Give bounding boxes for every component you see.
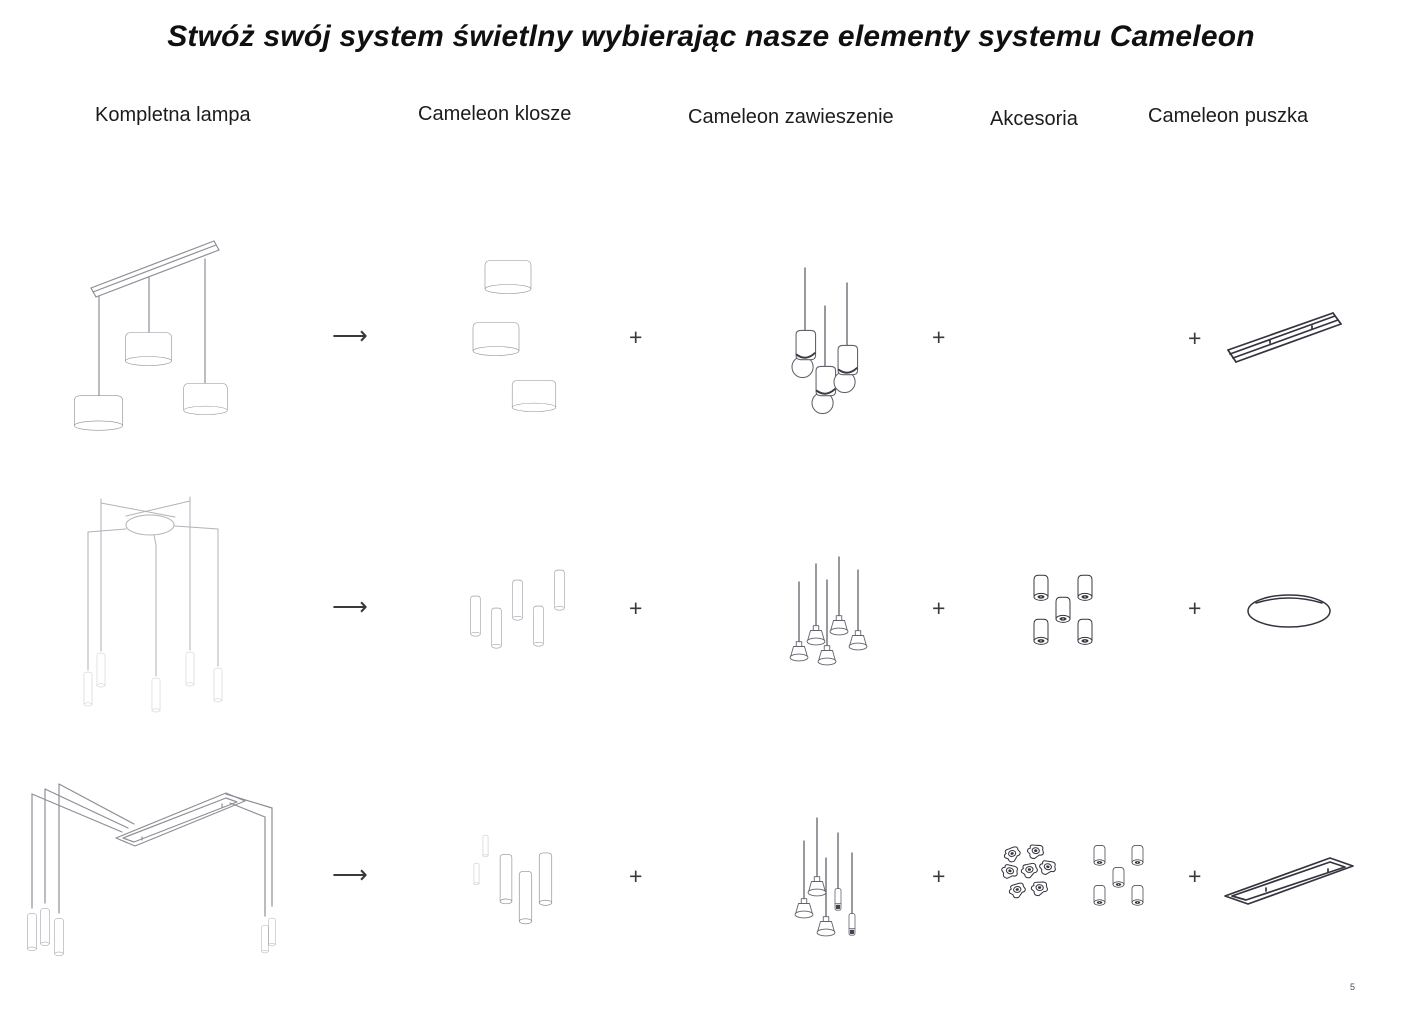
- row2-klosze-drawing: [470, 569, 565, 649]
- column-header-kompletna-lampa: Kompletna lampa: [95, 104, 251, 126]
- column-header-akcesoria: Akcesoria: [990, 108, 1078, 130]
- plus-icon: +: [1188, 863, 1202, 889]
- row2-puszka-drawing: [1247, 594, 1331, 628]
- column-header-cameleon-zawieszenie: Cameleon zawieszenie: [688, 106, 894, 128]
- plus-icon: +: [932, 863, 946, 889]
- row3-akcesoria-adapters-drawing: [1093, 845, 1144, 906]
- plus-icon: +: [1188, 325, 1202, 351]
- row3-complete-lamp-drawing: [27, 783, 276, 956]
- row1-zawieszenie-drawing: [791, 267, 859, 415]
- row3-zawieszenie-drawing: [794, 817, 856, 937]
- row3-klosze-drawing: [473, 834, 553, 925]
- row2-complete-lamp-drawing: [83, 496, 223, 713]
- page-number: 5: [1350, 982, 1356, 992]
- arrow-right-icon: ⟶: [332, 322, 368, 350]
- plus-icon: +: [629, 863, 643, 889]
- row3-puszka-drawing: [1224, 857, 1354, 905]
- row1-complete-lamp-drawing: [73, 240, 228, 431]
- row1-klosze-drawing: [472, 260, 557, 412]
- row2-akcesoria-drawing: [1033, 574, 1093, 645]
- column-header-cameleon-klosze: Cameleon klosze: [418, 103, 572, 125]
- plus-icon: +: [932, 595, 946, 621]
- page-title: Stwóż swój system świetlny wybierając na…: [167, 20, 1255, 53]
- plus-icon: +: [1188, 595, 1202, 621]
- arrow-right-icon: ⟶: [332, 593, 368, 621]
- plus-icon: +: [629, 324, 643, 350]
- column-header-cameleon-puszka: Cameleon puszka: [1148, 105, 1309, 127]
- row1-puszka-drawing: [1227, 312, 1342, 363]
- arrow-right-icon: ⟶: [332, 861, 368, 889]
- plus-icon: +: [629, 595, 643, 621]
- plus-icon: +: [932, 324, 946, 350]
- row3-akcesoria-knobs-drawing: [999, 842, 1058, 900]
- row2-zawieszenie-drawing: [789, 556, 868, 666]
